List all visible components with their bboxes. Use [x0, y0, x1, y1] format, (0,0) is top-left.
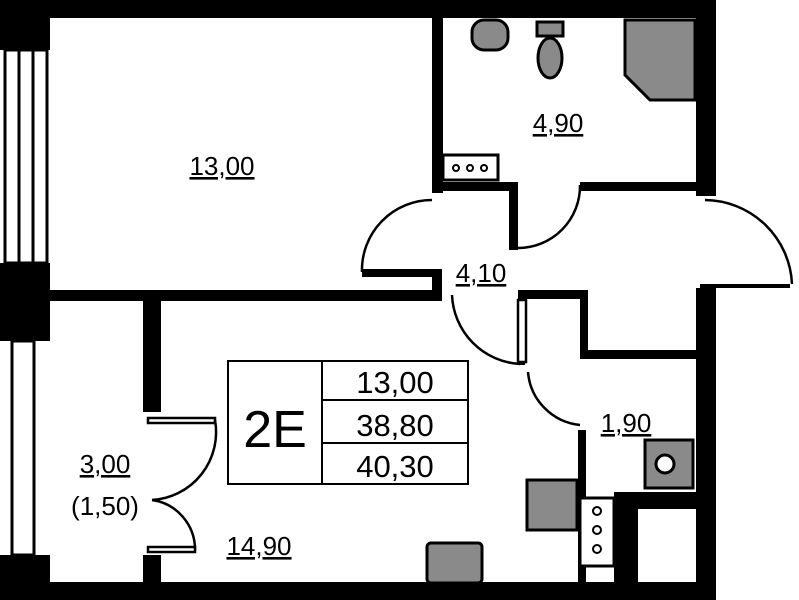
fixtures	[425, 18, 697, 585]
room-area-bathroom: 4,90	[533, 108, 584, 138]
toilet-icon	[535, 20, 565, 38]
summary-table	[227, 360, 469, 485]
apartment-code: 2E	[243, 401, 307, 459]
shower-tray-icon	[623, 18, 697, 102]
room-area-hallway: 4,10	[456, 258, 507, 288]
kitchen-sink-icon	[425, 541, 484, 585]
living-area: 13,00	[356, 365, 434, 400]
total-area-with-balcony: 40,30	[356, 449, 434, 484]
radiator-icon	[441, 153, 500, 182]
toilet-bowl-icon	[536, 36, 564, 80]
doors	[146, 184, 794, 554]
washing-machine-icon	[643, 438, 695, 490]
room-area-kitchen-living: 14,90	[226, 531, 291, 561]
room-area-balcony: 3,00	[80, 449, 131, 479]
radiator-icon	[578, 496, 616, 568]
windows	[3, 48, 49, 557]
room-area-bedroom: 13,00	[189, 151, 254, 181]
sink-icon	[470, 18, 510, 52]
room-area-balcony-reduced: (1,50)	[71, 491, 139, 521]
room-area-utility: 1,90	[601, 408, 652, 438]
stove-icon	[525, 478, 579, 532]
total-area: 38,80	[356, 408, 434, 443]
